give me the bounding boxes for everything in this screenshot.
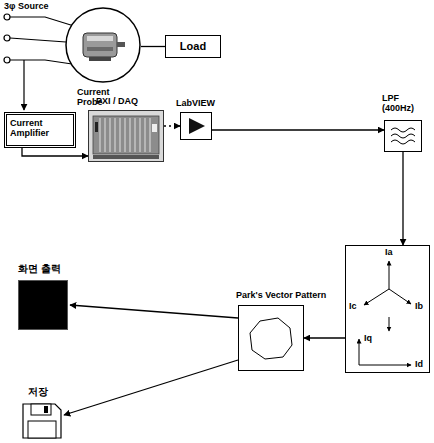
load-label: Load [180,40,206,53]
axis-label: Id [415,359,423,369]
park-label: Park's Vector Pattern [236,290,326,300]
lowpass-filter-box-drawing [384,120,422,152]
text-holder: PXI / DAQ [96,96,138,106]
axis-label: Iq [364,333,372,343]
park-pattern-box-drawing [238,305,304,371]
amplifier-box: Current Amplifier [4,112,76,148]
load-box: Load [165,35,221,58]
flow-arrow [402,152,403,245]
screen-output-drawing [18,280,68,330]
source-label: 3φ Source [4,1,48,11]
screen-output: 화면 출력 [18,280,68,330]
daq-chassis: PXI / DAQ [88,110,164,162]
text-holder: 저장 [28,386,48,398]
labview-icon-drawing [180,112,212,140]
flow-arrow [22,148,88,156]
text-holder: LabVIEW [176,98,215,108]
lowpass-filter-box: LPF (400Hz) [384,120,422,152]
flow-arrow [304,337,345,338]
labview-icon: LabVIEW [180,112,212,140]
text-holder: Ib [415,301,423,311]
phasor-box: IaIc IbIqId [345,245,430,373]
phase-label: Ib [415,301,423,311]
text-holder: Iq [364,333,372,343]
labview-label: LabVIEW [176,98,215,108]
text-holder: Park's Vector Pattern [236,290,326,300]
amplifier-label: Current Amplifier [10,118,68,139]
flow-arrow [141,46,165,47]
save-disk-drawing [22,403,62,439]
flow-arrow [164,125,180,126]
daq-chassis-drawing [88,110,164,162]
source-wiring [4,14,74,110]
probe-motor-circle: Current Probe [65,7,141,83]
flow-arrow [64,360,238,415]
phase-label: Ic [349,301,357,311]
label-holder: 3φ Source [4,1,48,11]
save-disk: 저장 [22,403,62,439]
text-holder: Ia [385,247,393,257]
text-holder: 화면 출력 [18,263,61,275]
text-holder: Id [415,359,423,369]
daq-label: PXI / DAQ [96,96,138,106]
flow-arrow [70,305,238,318]
text-holder: Load [166,36,220,57]
text-holder: LPF (400Hz) [382,93,426,114]
save-label: 저장 [28,386,48,398]
flow-arrow [212,129,384,130]
screen-label: 화면 출력 [18,263,61,275]
filter-label: LPF (400Hz) [382,93,426,114]
probe-motor-circle-drawing [65,7,141,83]
park-pattern-box: Park's Vector Pattern [238,305,304,371]
phase-label: Ia [385,247,393,257]
text-holder: Current Amplifier [10,118,68,139]
text-holder: Ic [349,301,357,311]
